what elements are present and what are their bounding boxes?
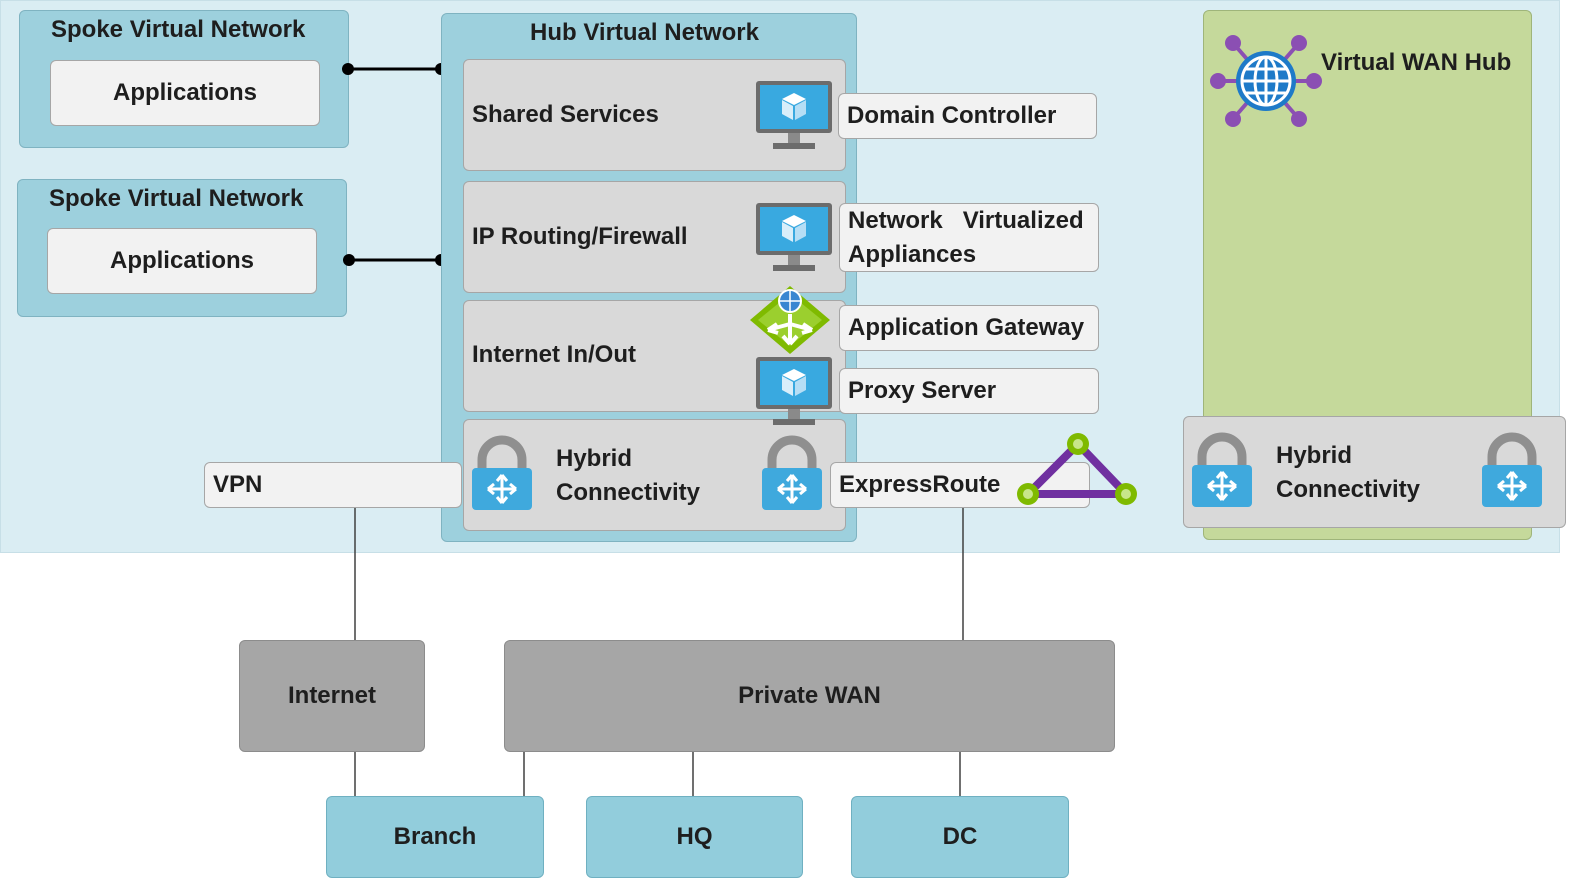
- vpn-gateway-icon-wan-right: [1482, 432, 1542, 507]
- shared-services-label: Shared Services: [472, 101, 659, 128]
- wan-hybrid-line1: Hybrid: [1276, 442, 1353, 469]
- virtual-wan-globe-icon: [1210, 35, 1322, 127]
- network-virtualized-appliances-callout[interactable]: Network Virtualized Appliances: [839, 203, 1099, 272]
- spoke-vnet-2-title: Spoke Virtual Network: [49, 185, 304, 212]
- vpn-callout[interactable]: VPN: [204, 462, 462, 508]
- ip-routing-firewall-label: IP Routing/Firewall: [472, 223, 688, 250]
- spoke-vnet-1-title: Spoke Virtual Network: [51, 16, 306, 43]
- vm-icon-ip-routing: [756, 203, 832, 271]
- branch-site[interactable]: Branch: [326, 796, 544, 878]
- nva-line2: Appliances: [848, 241, 977, 268]
- hub-hybrid-line1: Hybrid: [556, 445, 633, 472]
- nva-line1: Network Virtualized: [848, 207, 1084, 234]
- expressroute-icon: [1017, 433, 1137, 505]
- expressroute-callout[interactable]: ExpressRoute: [830, 462, 1090, 508]
- internet-box[interactable]: Internet: [239, 640, 425, 752]
- vpn-gateway-icon-wan-left: [1192, 432, 1252, 507]
- spoke-1-applications-box[interactable]: Applications: [50, 60, 320, 126]
- wan-hybrid-line2: Connectivity: [1276, 476, 1421, 503]
- hub-vnet-title: Hub Virtual Network: [530, 19, 759, 46]
- application-gateway-callout[interactable]: Application Gateway: [839, 305, 1099, 351]
- wan-hybrid-connectivity-label: Hybrid Connectivity: [1276, 439, 1420, 507]
- hub-hybrid-line2: Connectivity: [556, 479, 701, 506]
- spoke-vnet-2[interactable]: Spoke Virtual Network Applications: [17, 179, 347, 317]
- vm-icon-shared-services: [756, 81, 832, 149]
- hq-site[interactable]: HQ: [586, 796, 803, 878]
- internet-in-out-label: Internet In/Out: [472, 341, 636, 368]
- vm-icon-proxy: [756, 357, 832, 425]
- application-gateway-icon: [750, 286, 830, 354]
- proxy-server-callout[interactable]: Proxy Server: [839, 368, 1099, 414]
- vpn-gateway-icon-hub-right: [762, 435, 822, 510]
- virtual-wan-hub-title: Virtual WAN Hub: [1321, 49, 1512, 76]
- spoke-2-applications-box[interactable]: Applications: [47, 228, 317, 294]
- dc-site[interactable]: DC: [851, 796, 1069, 878]
- hub-hybrid-connectivity-label: Hybrid Connectivity: [556, 442, 700, 510]
- vpn-gateway-icon-hub-left: [472, 435, 532, 510]
- spoke-vnet-1[interactable]: Spoke Virtual Network Applications: [19, 10, 349, 148]
- private-wan-box[interactable]: Private WAN: [504, 640, 1115, 752]
- domain-controller-callout[interactable]: Domain Controller: [838, 93, 1097, 139]
